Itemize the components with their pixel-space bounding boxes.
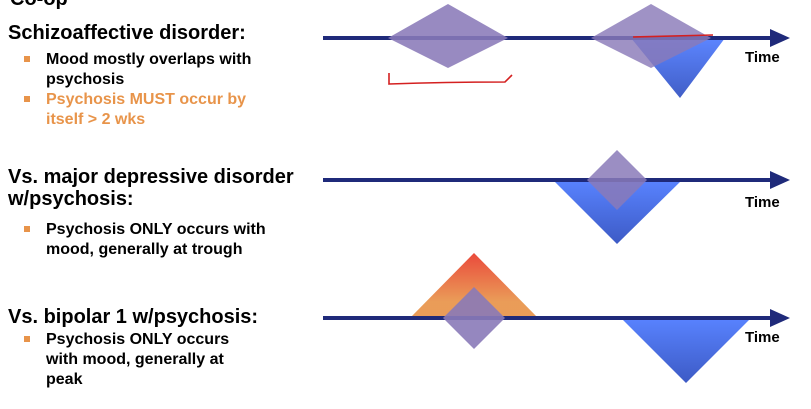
depression-trough [553,180,682,244]
time-label: Time [745,194,780,211]
timeline-arrowhead [770,29,790,47]
depression-trough [621,318,751,383]
bullet-square-icon [24,226,30,232]
bullet-line: itself > 2 wks [46,111,146,128]
bullet-line: with mood, generally at [46,351,224,368]
time-label: Time [745,329,780,346]
bullet-line: Psychosis ONLY occurs [46,331,230,348]
psychosis-diamond [443,287,505,349]
cropped-slide-title: Co-op [10,0,68,10]
timeline-arrowhead [770,309,790,327]
bullet-line: psychosis [46,71,125,88]
timeline-arrowhead [770,171,790,189]
section-heading: Schizoaffective disorder: [8,22,246,44]
bullet-list: Psychosis ONLY occurs with mood, general… [24,220,266,260]
bullet-square-icon [24,56,30,62]
bullet-square-icon [24,96,30,102]
mdd-timeline: Time [323,150,790,244]
psychosis-diamond [587,150,647,210]
bullet-line: Psychosis MUST occur by [46,91,247,108]
heading-line: Schizoaffective disorder: [8,22,246,44]
bullet-item: Psychosis MUST occur by itself > 2 wks [24,90,251,130]
psychosis-diamond [388,4,508,68]
bullet-square-icon [24,336,30,342]
bullet-line: Mood mostly overlaps with [46,51,252,68]
bullet-line: mood, generally at trough [46,241,243,258]
bullet-item: Psychosis ONLY occurs with mood, general… [24,220,266,260]
section-heading: Vs. bipolar 1 w/psychosis: [8,306,258,328]
bullet-line: Psychosis ONLY occurs with [46,221,266,238]
time-label: Time [745,49,780,66]
mania-peak [410,253,538,318]
annotation-underline [632,34,714,38]
bullet-item: Psychosis ONLY occurs with mood, general… [24,330,229,390]
heading-line: Vs. bipolar 1 w/psychosis: [8,306,259,328]
bullet-item: Mood mostly overlaps with psychosis [24,50,251,90]
bipolar-timeline: Time [323,253,790,383]
bullet-list: Psychosis ONLY occurs with mood, general… [24,330,229,390]
bullet-list: Mood mostly overlaps with psychosis Psyc… [24,50,251,130]
bullet-line: peak [46,371,83,388]
heading-line: Vs. major depressive disorder [8,166,294,188]
section-heading: Vs. major depressive disorder w/psychosi… [8,166,294,210]
schizoaffective-timeline: Time [323,4,790,98]
heading-line: w/psychosis: [8,188,134,210]
annotation-bracket [388,73,513,85]
